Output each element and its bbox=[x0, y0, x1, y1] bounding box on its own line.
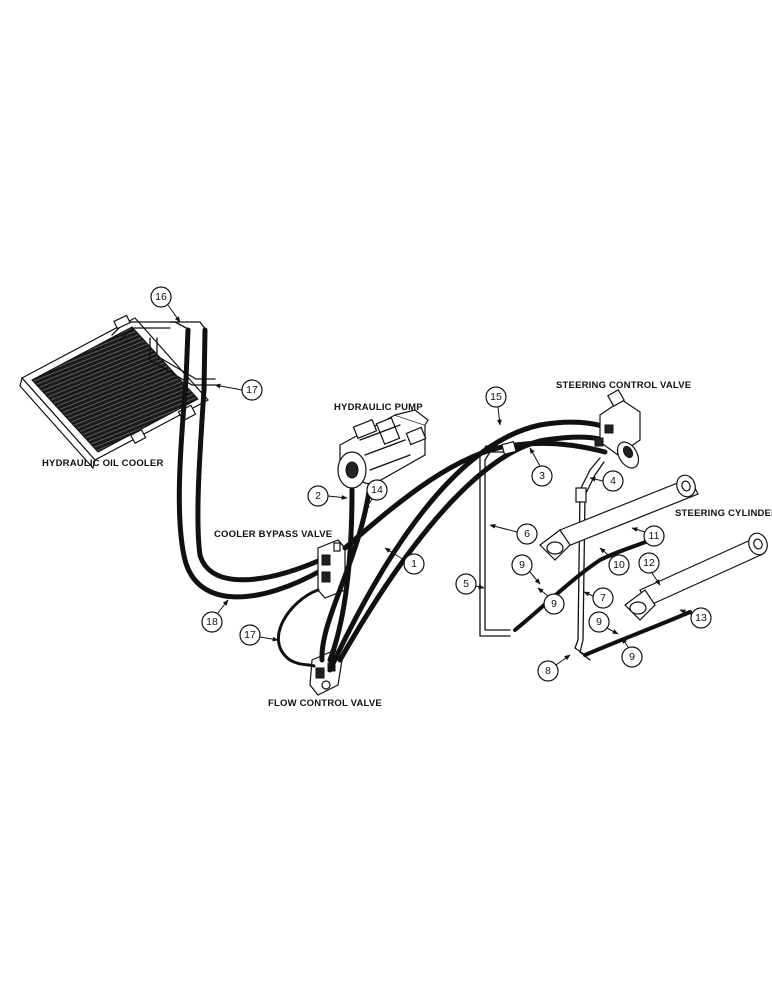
callout-7: 7 bbox=[583, 587, 614, 609]
callout-9-a: 9 bbox=[511, 554, 541, 585]
steering-control-valve bbox=[594, 388, 641, 469]
cooler-hoses bbox=[176, 327, 328, 600]
hydraulic-pump bbox=[337, 409, 429, 489]
callout-1: 1 bbox=[384, 547, 425, 575]
callout-9-b: 9 bbox=[537, 587, 565, 615]
callout-12: 12 bbox=[638, 552, 661, 586]
callout-15: 15 bbox=[485, 386, 507, 426]
callout-number: 8 bbox=[545, 665, 551, 677]
callout-number: 7 bbox=[600, 592, 606, 604]
hydraulic-oil-cooler bbox=[19, 314, 216, 470]
callout-number: 13 bbox=[695, 612, 707, 624]
callout-number: 11 bbox=[649, 530, 660, 542]
callout-number: 16 bbox=[155, 291, 167, 303]
callout-number: 6 bbox=[524, 528, 530, 540]
callout-number: 14 bbox=[371, 484, 383, 496]
label-flow-control-valve: FLOW CONTROL VALVE bbox=[268, 698, 382, 709]
callout-number: 9 bbox=[519, 559, 525, 571]
callout-10: 10 bbox=[599, 547, 630, 576]
callout-5: 5 bbox=[455, 573, 485, 595]
callout-number: 4 bbox=[610, 475, 616, 487]
cooler-bypass-valve bbox=[317, 539, 346, 599]
callout-9-c: 9 bbox=[588, 611, 619, 635]
callout-11: 11 bbox=[631, 525, 665, 547]
callout-16: 17 bbox=[239, 624, 279, 646]
callout-17: 18 bbox=[201, 599, 229, 633]
steering-cylinder-upper bbox=[513, 474, 699, 632]
callout-number: 9 bbox=[629, 651, 635, 663]
callout-13: 13 bbox=[679, 607, 712, 629]
callout-3: 3 bbox=[529, 447, 553, 487]
callout-6: 6 bbox=[489, 523, 538, 545]
label-hydraulic-pump: HYDRAULIC PUMP bbox=[334, 402, 423, 413]
callout-19: 17 bbox=[214, 379, 263, 401]
callout-number: 17 bbox=[244, 629, 256, 641]
callout-8: 8 bbox=[537, 654, 571, 682]
steering-tubes bbox=[479, 440, 605, 661]
steering-cylinder-lower bbox=[583, 532, 768, 657]
callout-9-d: 9 bbox=[621, 637, 643, 668]
callout-number: 5 bbox=[463, 578, 469, 590]
center-hoses bbox=[276, 419, 618, 673]
label-steering-cylinder: STEERING CYLINDER bbox=[675, 508, 772, 519]
callout-number: 10 bbox=[613, 559, 625, 571]
callout-number: 2 bbox=[315, 490, 321, 502]
callout-number: 3 bbox=[539, 470, 545, 482]
callout-number: 17 bbox=[246, 384, 258, 396]
callout-18: 16 bbox=[150, 286, 181, 323]
callout-number: 9 bbox=[551, 598, 557, 610]
callout-14: 14 bbox=[364, 479, 388, 511]
label-cooler-bypass-valve: COOLER BYPASS VALVE bbox=[214, 529, 332, 540]
callout-2: 2 bbox=[307, 485, 348, 507]
callout-number: 1 bbox=[411, 558, 417, 570]
callout-number: 18 bbox=[206, 616, 218, 628]
label-hydraulic-oil-cooler: HYDRAULIC OIL COOLER bbox=[42, 458, 164, 469]
callout-number: 15 bbox=[490, 391, 502, 403]
label-steering-control-valve: STEERING CONTROL VALVE bbox=[556, 380, 691, 391]
callout-4: 4 bbox=[589, 470, 624, 492]
callout-number: 9 bbox=[596, 616, 602, 628]
callout-number: 12 bbox=[643, 557, 655, 569]
